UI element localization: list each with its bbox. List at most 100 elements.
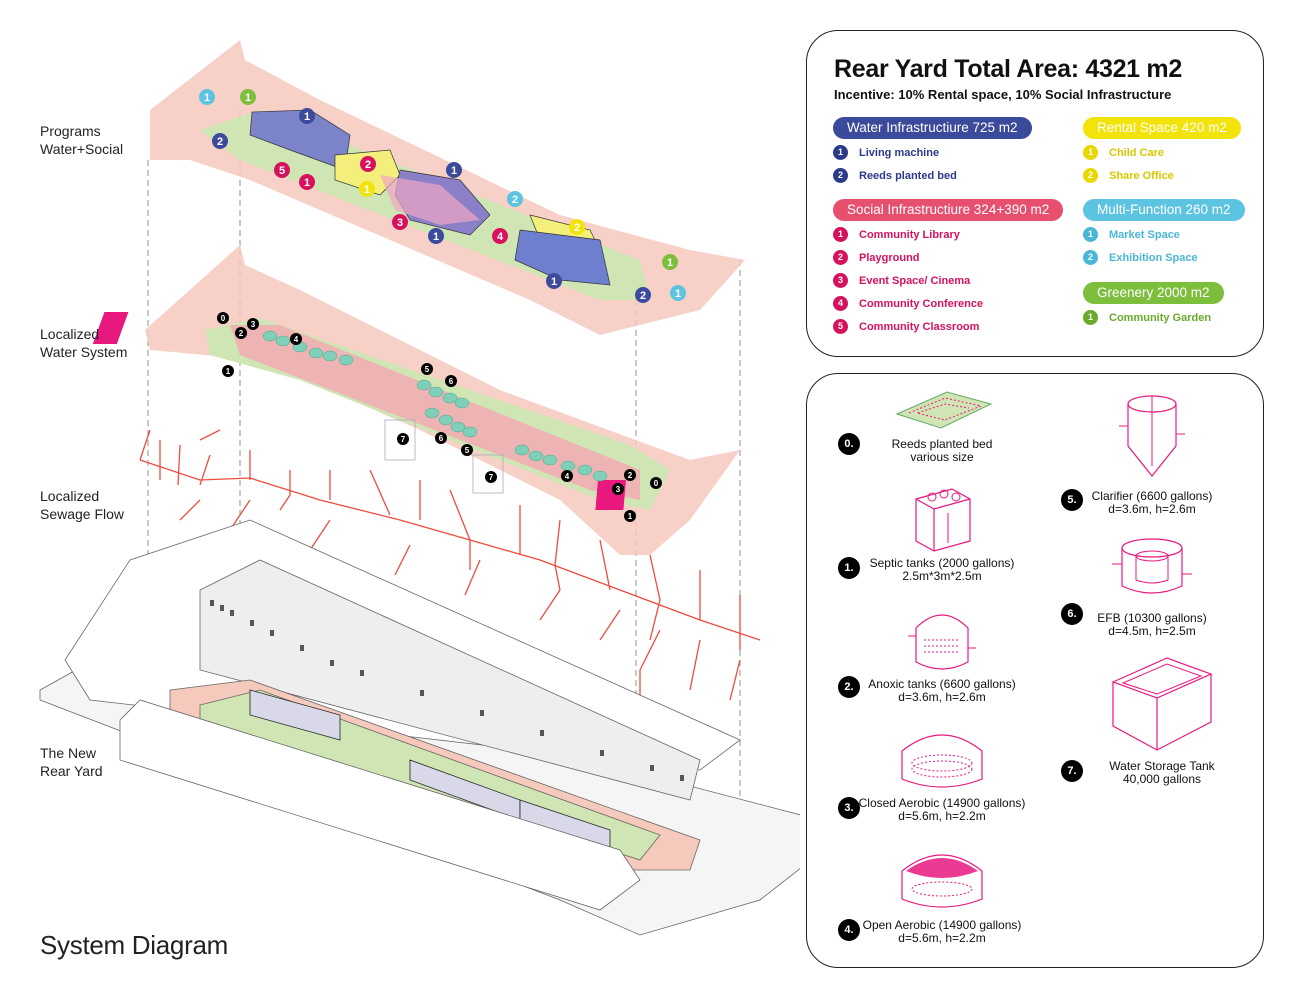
svg-text:4: 4: [294, 335, 299, 344]
water-marker: 3: [612, 483, 624, 495]
svg-text:1: 1: [451, 165, 457, 177]
water-marker: 5: [421, 363, 433, 375]
layer-label-rear-yard: The New Rear Yard: [40, 745, 103, 779]
svg-text:2: 2: [574, 222, 580, 234]
blue-block-3: [514, 229, 611, 286]
programs-layer: [150, 40, 745, 335]
water-marker: 6: [445, 375, 457, 387]
program-marker: 1: [199, 89, 215, 105]
legend-pill-social: Social Infrastructiure 324+390 m2: [833, 199, 1064, 221]
component-number: 2.: [838, 676, 860, 698]
svg-text:1: 1: [675, 288, 681, 300]
program-marker: 1: [662, 254, 678, 270]
facade-windows: [210, 600, 684, 781]
legend-title: Rear Yard Total Area: 4321 m2: [834, 55, 1182, 83]
layer-label-sewage-flow: Localized Sewage Flow: [40, 488, 125, 522]
component-number: 0.: [838, 433, 860, 455]
component-septic-tank: Septic tanks (2000 gallons)2.5m*3m*2.5m: [847, 481, 1037, 583]
svg-text:1: 1: [204, 92, 210, 104]
anoxic-tank-icon: [908, 614, 976, 670]
program-marker: 1: [240, 89, 256, 105]
water-marker: 2: [235, 327, 247, 339]
legend-panel: Rear Yard Total Area: 4321 m2 Incentive:…: [806, 30, 1264, 357]
svg-text:3: 3: [251, 320, 256, 329]
svg-text:2: 2: [628, 471, 633, 480]
storage-tank-icon: [1111, 657, 1213, 751]
program-marker: 1: [299, 108, 315, 124]
svg-text:2: 2: [217, 136, 223, 148]
program-marker: 2: [212, 133, 228, 149]
component-efb: EFB (10300 gallons)d=4.5m, h=2.5m: [1057, 534, 1247, 638]
svg-text:1: 1: [667, 257, 673, 269]
svg-text:5: 5: [425, 365, 430, 374]
storage-boxes: [384, 419, 504, 494]
component-clarifier: Clarifier (6600 gallons)d=3.6m, h=2.6m: [1057, 386, 1247, 516]
program-marker: 2: [569, 219, 585, 235]
layer-label-water-system: Localized Water System: [40, 326, 128, 360]
svg-text:4: 4: [497, 231, 504, 243]
layer-label-programs: Programs Water+Social: [40, 123, 124, 157]
svg-text:1: 1: [628, 512, 633, 521]
svg-text:3: 3: [616, 485, 621, 494]
component-number: 1.: [838, 557, 860, 579]
svg-text:1: 1: [364, 184, 370, 196]
water-marker: 4: [561, 470, 573, 482]
reed-bed-west: [92, 312, 129, 344]
program-marker: 1: [546, 273, 562, 289]
pink-block: [380, 175, 480, 225]
svg-text:7: 7: [401, 435, 406, 444]
water-marker: 5: [461, 444, 473, 456]
svg-text:5: 5: [279, 165, 285, 177]
water-marker: 4: [290, 333, 302, 345]
legend-pill-rental: Rental Space 420 m2: [1083, 117, 1241, 139]
program-marker: 3: [392, 214, 408, 230]
open-aerobic-icon: [901, 854, 983, 908]
closed-aerobic-icon: [901, 734, 983, 788]
water-marker: 7: [397, 433, 409, 445]
program-marker: 2: [507, 191, 523, 207]
program-marker: 4: [492, 228, 508, 244]
program-marker: 5: [274, 162, 290, 178]
svg-text:3: 3: [397, 217, 403, 229]
svg-text:5: 5: [465, 446, 470, 455]
program-marker: 1: [670, 285, 686, 301]
svg-text:2: 2: [365, 159, 371, 171]
septic-tank-icon: [915, 488, 971, 552]
tank-clusters: [262, 330, 608, 482]
rear-yard-layer: [39, 519, 800, 936]
component-open-aerobic: Open Aerobic (14900 gallons)d=5.6m, h=2.…: [847, 841, 1037, 945]
svg-text:6: 6: [439, 434, 444, 443]
svg-text:6: 6: [449, 377, 454, 386]
legend-subtitle: Incentive: 10% Rental space, 10% Social …: [834, 87, 1172, 102]
svg-text:2: 2: [239, 329, 244, 338]
svg-text:4: 4: [565, 472, 570, 481]
reed-bed-icon: [895, 391, 993, 429]
component-number: 7.: [1061, 760, 1083, 782]
water-marker: 2: [624, 469, 636, 481]
sewage-flow-layer: [139, 429, 761, 701]
water-system-layer: [92, 245, 740, 555]
component-number: 6.: [1061, 603, 1083, 625]
svg-text:0: 0: [221, 314, 226, 323]
component-number: 4.: [838, 919, 860, 941]
water-marker: 7: [485, 471, 497, 483]
legend-pill-multi-function: Multi-Function 260 m2: [1083, 199, 1245, 221]
svg-text:1: 1: [551, 276, 557, 288]
legend-pill-greenery: Greenery 2000 m2: [1083, 282, 1224, 304]
component-number: 5.: [1061, 489, 1083, 511]
